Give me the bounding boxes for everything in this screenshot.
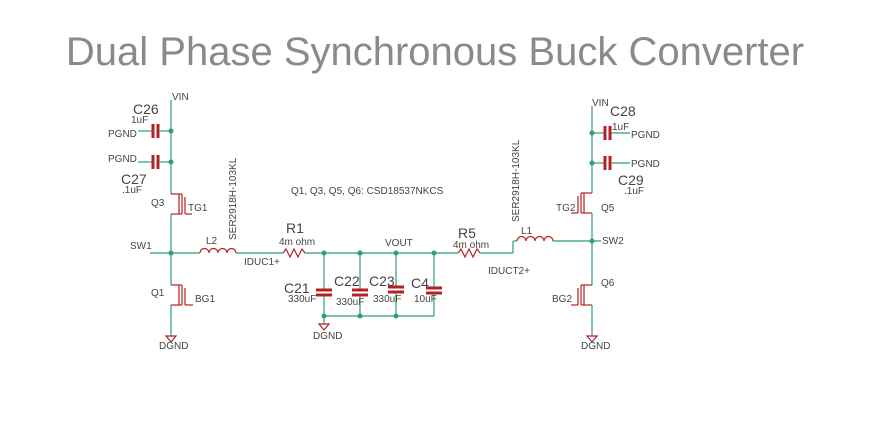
q6-ref: Q6 — [601, 278, 615, 289]
right-phase: R5 4m ohm IDUCT2+ L1 SER2918H-103KL SW2 — [453, 98, 660, 352]
output-bank: VOUT Q1, Q3, Q5, Q6: CSD18537NKCS C21 33… — [284, 186, 458, 342]
c21-ref: C21 — [284, 280, 310, 296]
q6-gate: BG2 — [552, 294, 572, 305]
vin-right-rail: VIN — [589, 98, 609, 193]
dgnd-right-label: DGND — [581, 341, 610, 352]
c29-value: .1uF — [624, 186, 644, 197]
capacitor-c23: C23 330uF — [369, 253, 404, 316]
r1-ref: R1 — [286, 220, 304, 236]
inductor-l2: L2 SER2918H-103KL — [199, 157, 239, 254]
pgnd-label-c28: PGND — [631, 130, 660, 141]
c27-value: .1uF — [122, 185, 142, 196]
l2-ref: L2 — [206, 236, 218, 247]
c26-ref: C26 — [133, 101, 159, 117]
r1-value: 4m ohm — [279, 237, 315, 248]
q1-ref: Q1 — [151, 288, 165, 299]
c23-ref: C23 — [369, 273, 395, 289]
l1-ref: L1 — [521, 226, 533, 237]
iduc2-label: IDUCT2+ — [488, 266, 530, 277]
pgnd-label-c26: PGND — [108, 129, 137, 140]
q1-gate: BG1 — [195, 294, 215, 305]
vin-right-label: VIN — [592, 98, 609, 109]
left-phase: VIN C26 1uF PGND PGND C27 .1uF — [108, 92, 315, 352]
vout-label: VOUT — [385, 238, 413, 249]
c23-value: 330uF — [373, 294, 401, 305]
diagram-title: Dual Phase Synchronous Buck Converter — [65, 30, 805, 74]
c4-ref: C4 — [411, 275, 429, 291]
vin-left-label: VIN — [172, 92, 189, 103]
iduc1-label: IDUC1+ — [244, 257, 280, 268]
capacitor-c4: C4 10uF — [411, 253, 442, 316]
q5-gate: TG2 — [556, 203, 576, 214]
inductor-l1: L1 SER2918H-103KL — [511, 139, 554, 242]
q3-gate: TG1 — [188, 203, 208, 214]
l1-part: SER2918H-103KL — [511, 139, 522, 222]
sw2-node: SW2 — [553, 236, 624, 247]
resistor-r1: R1 4m ohm — [279, 220, 315, 259]
c27-ref: C27 — [121, 171, 147, 187]
r5-ref: R5 — [458, 225, 476, 241]
q3-ref: Q3 — [151, 198, 165, 209]
c4-value: 10uF — [414, 294, 437, 305]
dgnd-right: DGND — [581, 335, 610, 352]
sw1-node: SW1 — [130, 241, 200, 256]
mosfet-part-note: Q1, Q3, Q5, Q6: CSD18537NKCS — [291, 186, 444, 197]
q5-ref: Q5 — [601, 203, 615, 214]
dgnd-left: DGND — [159, 335, 188, 352]
c26-value: 1uF — [131, 115, 148, 126]
l2-part: SER2918H-103KL — [228, 157, 239, 240]
sw2-label: SW2 — [602, 236, 624, 247]
mosfet-q1: Q1 BG1 — [151, 253, 215, 336]
iduc2-wire: IDUCT2+ — [480, 240, 530, 277]
c21-value: 330uF — [288, 294, 316, 305]
capacitor-c27: PGND C27 .1uF — [108, 154, 171, 196]
resistor-r5: R5 4m ohm — [453, 225, 489, 259]
c22-ref: C22 — [334, 273, 360, 289]
sw1-label: SW1 — [130, 241, 152, 252]
dgnd-middle: DGND — [313, 316, 342, 342]
mosfet-q5: Q5 TG2 — [556, 192, 615, 285]
c28-ref: C28 — [610, 103, 636, 119]
r5-value: 4m ohm — [453, 240, 489, 251]
iduc1-wire: IDUC1+ — [236, 252, 283, 268]
mosfet-q6: Q6 BG2 — [552, 278, 615, 336]
capacitor-c29: PGND C29 .1uF — [592, 156, 660, 197]
c22-value: 330uF — [336, 297, 364, 308]
pgnd-label-c29: PGND — [631, 159, 660, 170]
c28-value: 1uF — [612, 122, 629, 133]
capacitor-c26: C26 1uF PGND — [108, 101, 171, 140]
dgnd-left-label: DGND — [159, 341, 188, 352]
capacitor-c21: C21 330uF — [284, 253, 332, 316]
dgnd-middle-label: DGND — [313, 331, 342, 342]
c29-ref: C29 — [618, 172, 644, 188]
pgnd-label-c27: PGND — [108, 154, 137, 165]
capacitor-c28: C28 1uF PGND — [592, 103, 660, 141]
mosfet-q3: Q3 TG1 — [151, 193, 208, 253]
vin-left-rail: VIN — [168, 92, 189, 194]
capacitor-c22: C22 330uF — [334, 253, 368, 316]
